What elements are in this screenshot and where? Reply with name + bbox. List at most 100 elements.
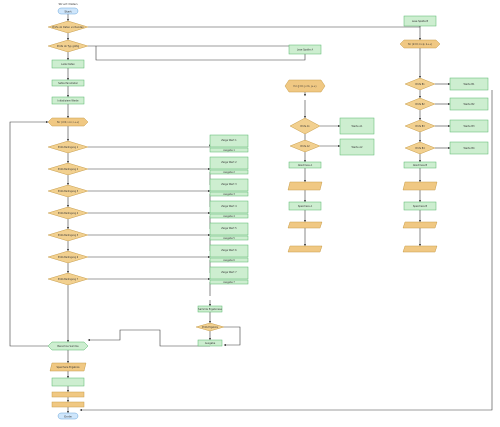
process-colA-done-label: Abschluss A (298, 164, 313, 167)
decision-colA-q2-label: Prüfe A2 (300, 145, 310, 148)
process-c6-label: Ausgabe 6 (223, 259, 235, 262)
process-r6-label: Zeige Wert 6 (221, 249, 237, 252)
decision-mid2 (195, 322, 225, 332)
diagram-title: Struct Daten (58, 2, 77, 6)
process-colA-save-label: Speichere A (298, 205, 313, 208)
decision-mid2-label: Prüfe Ergebnis (202, 326, 219, 329)
process-colA-r2-label: Werte A2 (351, 146, 362, 149)
decision-colB-q4-label: Prüfe B4 (415, 147, 425, 150)
process-colB-r4-label: Werte B4 (463, 147, 474, 150)
decision-q2-label: Prüfe Bedingung 2 (58, 168, 79, 171)
decision-d2-label: Prüfe ob Typ gültig (57, 45, 80, 48)
process-mid1 (197, 305, 223, 313)
process-colB-r3 (449, 119, 489, 133)
process-p1-label: Lade Daten (61, 63, 75, 66)
decision-colA-q1-label: Prüfe A1 (300, 125, 310, 128)
decision-colA-q2 (289, 139, 321, 153)
process-r6 (209, 244, 249, 258)
process-colA-done (288, 161, 322, 169)
decision-colB-q1 (404, 77, 436, 91)
process-colB-top-label: Lese Spalte B (412, 20, 429, 23)
process-colA-top (288, 44, 322, 55)
data-colA-2 (287, 221, 323, 229)
data-colA-1 (287, 181, 323, 191)
process-summary-label: Berechne Summe (57, 345, 79, 348)
process-colB-top (403, 15, 437, 27)
decision-q5-label: Prüfe Bedingung 5 (58, 234, 79, 237)
process-colB-r2-label: Werte B2 (463, 103, 474, 106)
decision-colB-q3-label: Prüfe B3 (415, 125, 425, 128)
process-p2-label: Setze Parameter (58, 82, 78, 85)
data-colA-3 (287, 245, 323, 253)
process-c4 (209, 213, 249, 219)
loop-colA (284, 79, 326, 93)
decision-colB-q3 (404, 119, 436, 133)
process-c1-label: Ausgabe 1 (223, 149, 235, 152)
start-terminal (57, 7, 79, 15)
process-mid3-label: Ausgabe (205, 342, 216, 345)
process-colA-top-label: Lese Spalte A (297, 49, 314, 52)
decision-q4 (47, 206, 89, 220)
decision-d2 (47, 39, 89, 53)
process-r5-label: Zeige Wert 5 (221, 227, 237, 230)
process-c2 (209, 169, 249, 175)
process-r4 (209, 200, 249, 214)
process-p3 (51, 96, 85, 105)
data-bottom3 (51, 401, 85, 408)
decision-q1 (47, 140, 89, 154)
process-r3-label: Zeige Wert 3 (221, 183, 237, 186)
process-colB-save (403, 201, 437, 211)
loop-main (47, 117, 89, 127)
process-colB-r1 (449, 77, 489, 91)
process-r3 (209, 178, 249, 192)
data-colB-3 (402, 245, 438, 253)
data-bottom1 (49, 362, 87, 372)
process-colB-done-label: Abschluss B (413, 164, 428, 167)
process-p3-label: Initialisiere Werte (58, 100, 79, 103)
decision-colB-q2-label: Prüfe B2 (415, 103, 425, 106)
decision-q1-label: Prüfe Bedingung 1 (58, 146, 79, 149)
process-colA-r1 (339, 117, 375, 135)
decision-q6 (47, 250, 89, 264)
data-colB-1 (402, 181, 438, 191)
decision-q5 (47, 228, 89, 242)
decision-d1 (47, 20, 89, 34)
decision-q3 (47, 184, 89, 198)
process-summary (47, 341, 89, 351)
process-p1 (51, 59, 85, 69)
data-bottom1-label: Speichere Ergebnis (56, 366, 80, 369)
process-c6 (209, 257, 249, 263)
process-r2 (209, 156, 249, 170)
loop-colB (399, 39, 441, 49)
process-colB-save-label: Speichere B (413, 205, 428, 208)
process-colA-save (288, 201, 322, 211)
process-mid3 (197, 339, 223, 347)
data-bottom2 (51, 391, 85, 398)
decision-q7-label: Prüfe Bedingung 7 (58, 278, 79, 281)
process-c1 (209, 147, 249, 153)
decision-q4-label: Prüfe Bedingung 4 (58, 212, 79, 215)
process-c2-label: Ausgabe 2 (223, 171, 235, 174)
process-colA-r2 (339, 138, 375, 156)
process-r7-label: Zeige Wert 7 (221, 271, 237, 274)
process-c7-label: Ausgabe 7 (223, 281, 235, 284)
decision-colB-q4 (404, 141, 436, 155)
loop-main-label: for (i=0; i<n; i++) (57, 121, 79, 124)
process-colB-r2 (449, 97, 489, 111)
decision-q2 (47, 162, 89, 176)
process-c5 (209, 235, 249, 241)
process-bottom2 (51, 377, 85, 387)
process-p2 (51, 79, 85, 87)
decision-q7 (47, 272, 89, 286)
decision-q6-label: Prüfe Bedingung 6 (58, 256, 79, 259)
start-label: Start (64, 10, 72, 14)
end-terminal (57, 412, 79, 420)
end-label: Ende (64, 415, 72, 419)
decision-q3-label: Prüfe Bedingung 3 (58, 190, 79, 193)
process-r1-label: Zeige Wert 1 (221, 139, 237, 142)
process-r4-label: Zeige Wert 4 (221, 205, 237, 208)
process-c4-label: Ausgabe 4 (223, 215, 235, 218)
process-colB-r3-label: Werte B3 (463, 125, 474, 128)
process-r7 (209, 266, 249, 280)
